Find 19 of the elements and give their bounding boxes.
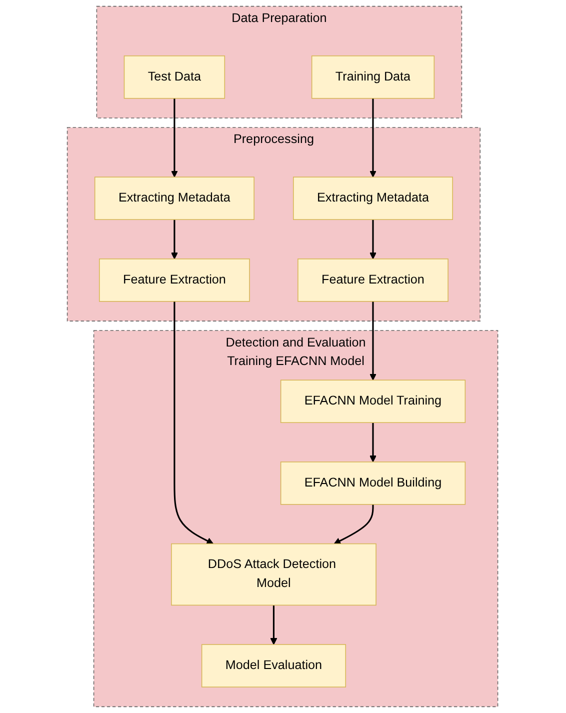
arrow	[270, 605, 278, 645]
node-box: Extracting Metadata	[94, 176, 255, 220]
node-box: Test Data	[124, 55, 226, 99]
node-box: EFACNN Model Training	[280, 380, 466, 423]
arrow	[171, 220, 178, 260]
node-box: Model Evaluation	[202, 644, 346, 688]
arrow	[370, 301, 377, 380]
node-box: Training Data	[312, 55, 435, 99]
arrow	[174, 301, 214, 544]
node-box: Feature Extraction	[298, 258, 449, 302]
arrow	[370, 220, 377, 260]
node-box: Feature Extraction	[99, 258, 250, 302]
arrow	[370, 422, 377, 462]
arrow	[334, 504, 374, 544]
node-box: EFACNN Model Building	[280, 462, 466, 505]
arrow	[171, 98, 178, 178]
arrow	[370, 98, 377, 178]
node-box: Extracting Metadata	[293, 176, 454, 220]
node-box: DDoS Attack Detection Model	[171, 543, 377, 606]
